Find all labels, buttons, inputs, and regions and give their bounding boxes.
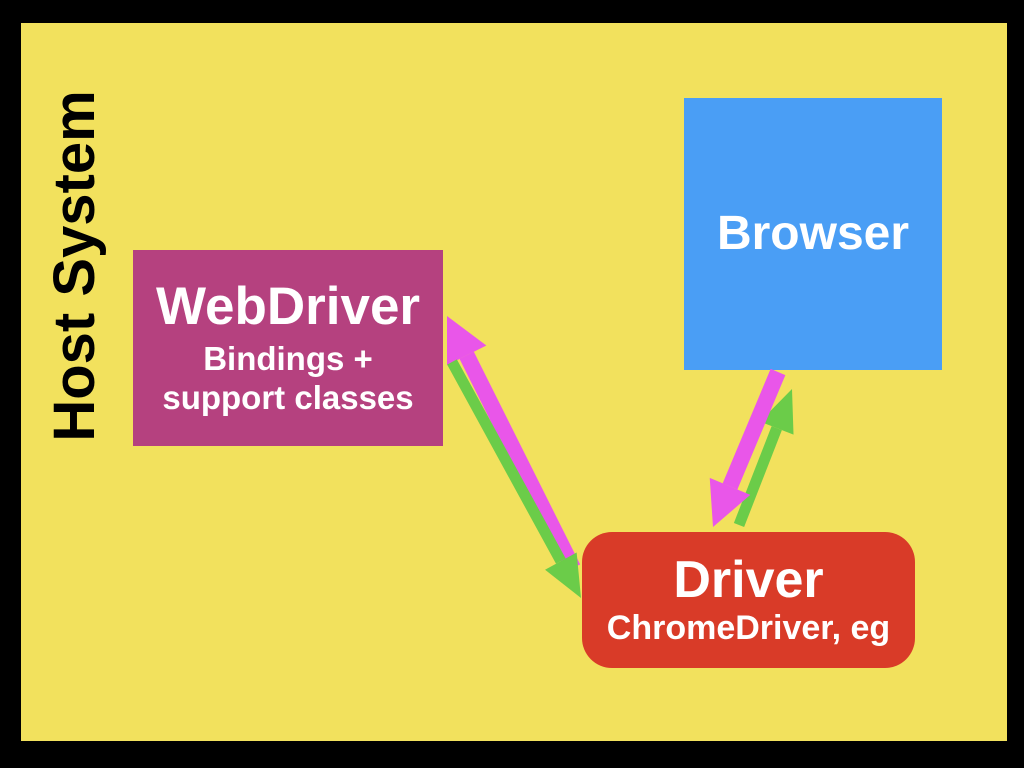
host-system-label: Host System <box>42 90 107 442</box>
browser-title: Browser <box>716 207 910 261</box>
webdriver-box: WebDriver Bindings + support classes <box>133 250 443 446</box>
browser-box: Browser <box>684 98 942 370</box>
webdriver-subtitle-line1: Bindings + <box>203 339 373 377</box>
slide-background: Host System WebDriver Bindings + support… <box>21 23 1007 741</box>
webdriver-title: WebDriver <box>155 277 421 337</box>
driver-subtitle: ChromeDriver, eg <box>606 609 891 648</box>
driver-title: Driver <box>673 550 824 609</box>
driver-box: Driver ChromeDriver, eg <box>582 532 915 668</box>
webdriver-subtitle-line2: support classes <box>162 378 414 416</box>
